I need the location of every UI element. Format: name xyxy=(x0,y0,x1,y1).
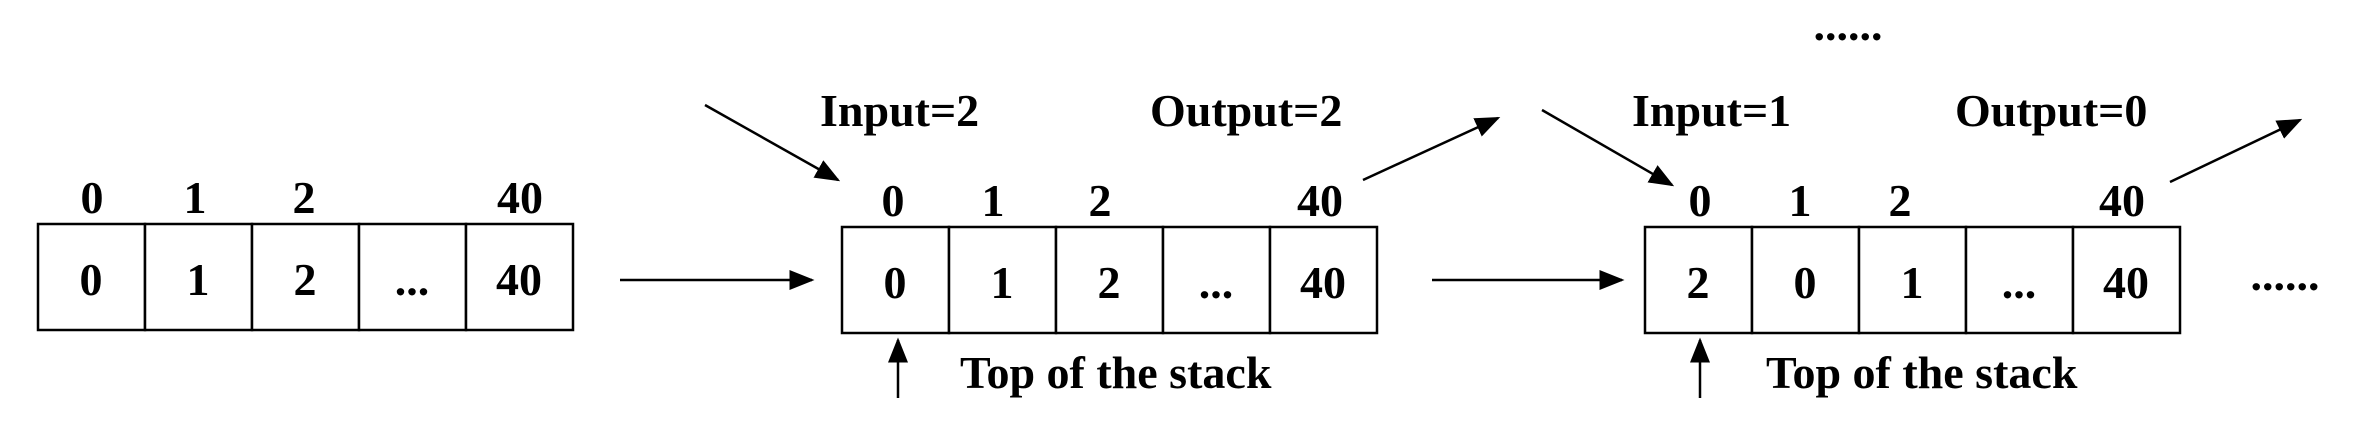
output-arrow xyxy=(1362,116,1501,182)
output-label: Output=0 xyxy=(1955,85,2147,136)
stack-3-index-label: 2 xyxy=(1889,175,1912,226)
stack-1-index-label: 2 xyxy=(293,172,316,223)
stack-2-cell xyxy=(840,225,951,335)
stack-1-cell xyxy=(464,222,575,332)
stack-2-cell-value: 0 xyxy=(884,257,907,308)
stack-1-index-label: 1 xyxy=(184,172,207,223)
stack-3-cell-value: ... xyxy=(2002,257,2037,308)
input-arrow xyxy=(704,103,841,182)
output-arrow xyxy=(2169,118,2303,184)
stack-3-cell xyxy=(1750,225,1861,335)
stack-2-cell-value: 2 xyxy=(1098,257,1121,308)
top-of-stack-label: Top of the stack xyxy=(960,347,1272,398)
continuation-ellipsis-right: ...... xyxy=(2251,249,2320,300)
stack-3-cell-value: 40 xyxy=(2103,257,2149,308)
stack-2-cell-value: ... xyxy=(1199,257,1234,308)
stack-2-index-label: 1 xyxy=(982,175,1005,226)
stack-3-cell xyxy=(1964,225,2075,335)
stack-3: Input=1 Output=0 0 1 2 40 2 0 1 ... 40 T… xyxy=(1541,85,2303,398)
stack-1-cell xyxy=(143,222,254,332)
stack-1-cell xyxy=(36,222,147,332)
top-of-stack-label: Top of the stack xyxy=(1766,347,2078,398)
stack-2-index-label: 40 xyxy=(1297,175,1343,226)
input-arrow xyxy=(1541,108,1675,187)
stack-3-index-label: 1 xyxy=(1789,175,1812,226)
stack-2-cell xyxy=(1161,225,1272,335)
stack-2-index-label: 0 xyxy=(882,175,905,226)
stack-1-index-label: 0 xyxy=(81,172,104,223)
stack-3-cell xyxy=(1857,225,1968,335)
stack-3-cell xyxy=(2071,225,2182,335)
stack-3-cell-value: 1 xyxy=(1901,257,1924,308)
stack-3-cell xyxy=(1643,225,1754,335)
stack-3-index-label: 0 xyxy=(1689,175,1712,226)
stack-1-cell-value: 2 xyxy=(294,254,317,305)
stack-3-index-label: 40 xyxy=(2099,175,2145,226)
stack-2-cell-value: 1 xyxy=(991,257,1014,308)
continuation-ellipsis-top: ...... xyxy=(1814,0,1883,50)
stack-1-cell-value: 40 xyxy=(496,254,542,305)
stack-2-index-label: 2 xyxy=(1089,175,1112,226)
stack-1-cell-value: ... xyxy=(395,254,430,305)
stack-3-cell-value: 2 xyxy=(1687,257,1710,308)
stack-2: Input=2 Output=2 0 1 2 40 0 1 2 ... 40 T… xyxy=(704,85,1501,398)
stack-3-cell-value: 0 xyxy=(1794,257,1817,308)
stack-2-cell xyxy=(1268,225,1379,335)
stack-1-cell xyxy=(250,222,361,332)
stack-1-cell-value: 0 xyxy=(80,254,103,305)
input-label: Input=2 xyxy=(820,85,979,136)
stack-1-index-label: 40 xyxy=(497,172,543,223)
stack-1: 0 1 2 40 0 1 2 ... 40 xyxy=(36,172,575,332)
input-label: Input=1 xyxy=(1632,85,1791,136)
stack-1-cell-value: 1 xyxy=(187,254,210,305)
stack-2-cell-value: 40 xyxy=(1300,257,1346,308)
output-label: Output=2 xyxy=(1150,85,1342,136)
